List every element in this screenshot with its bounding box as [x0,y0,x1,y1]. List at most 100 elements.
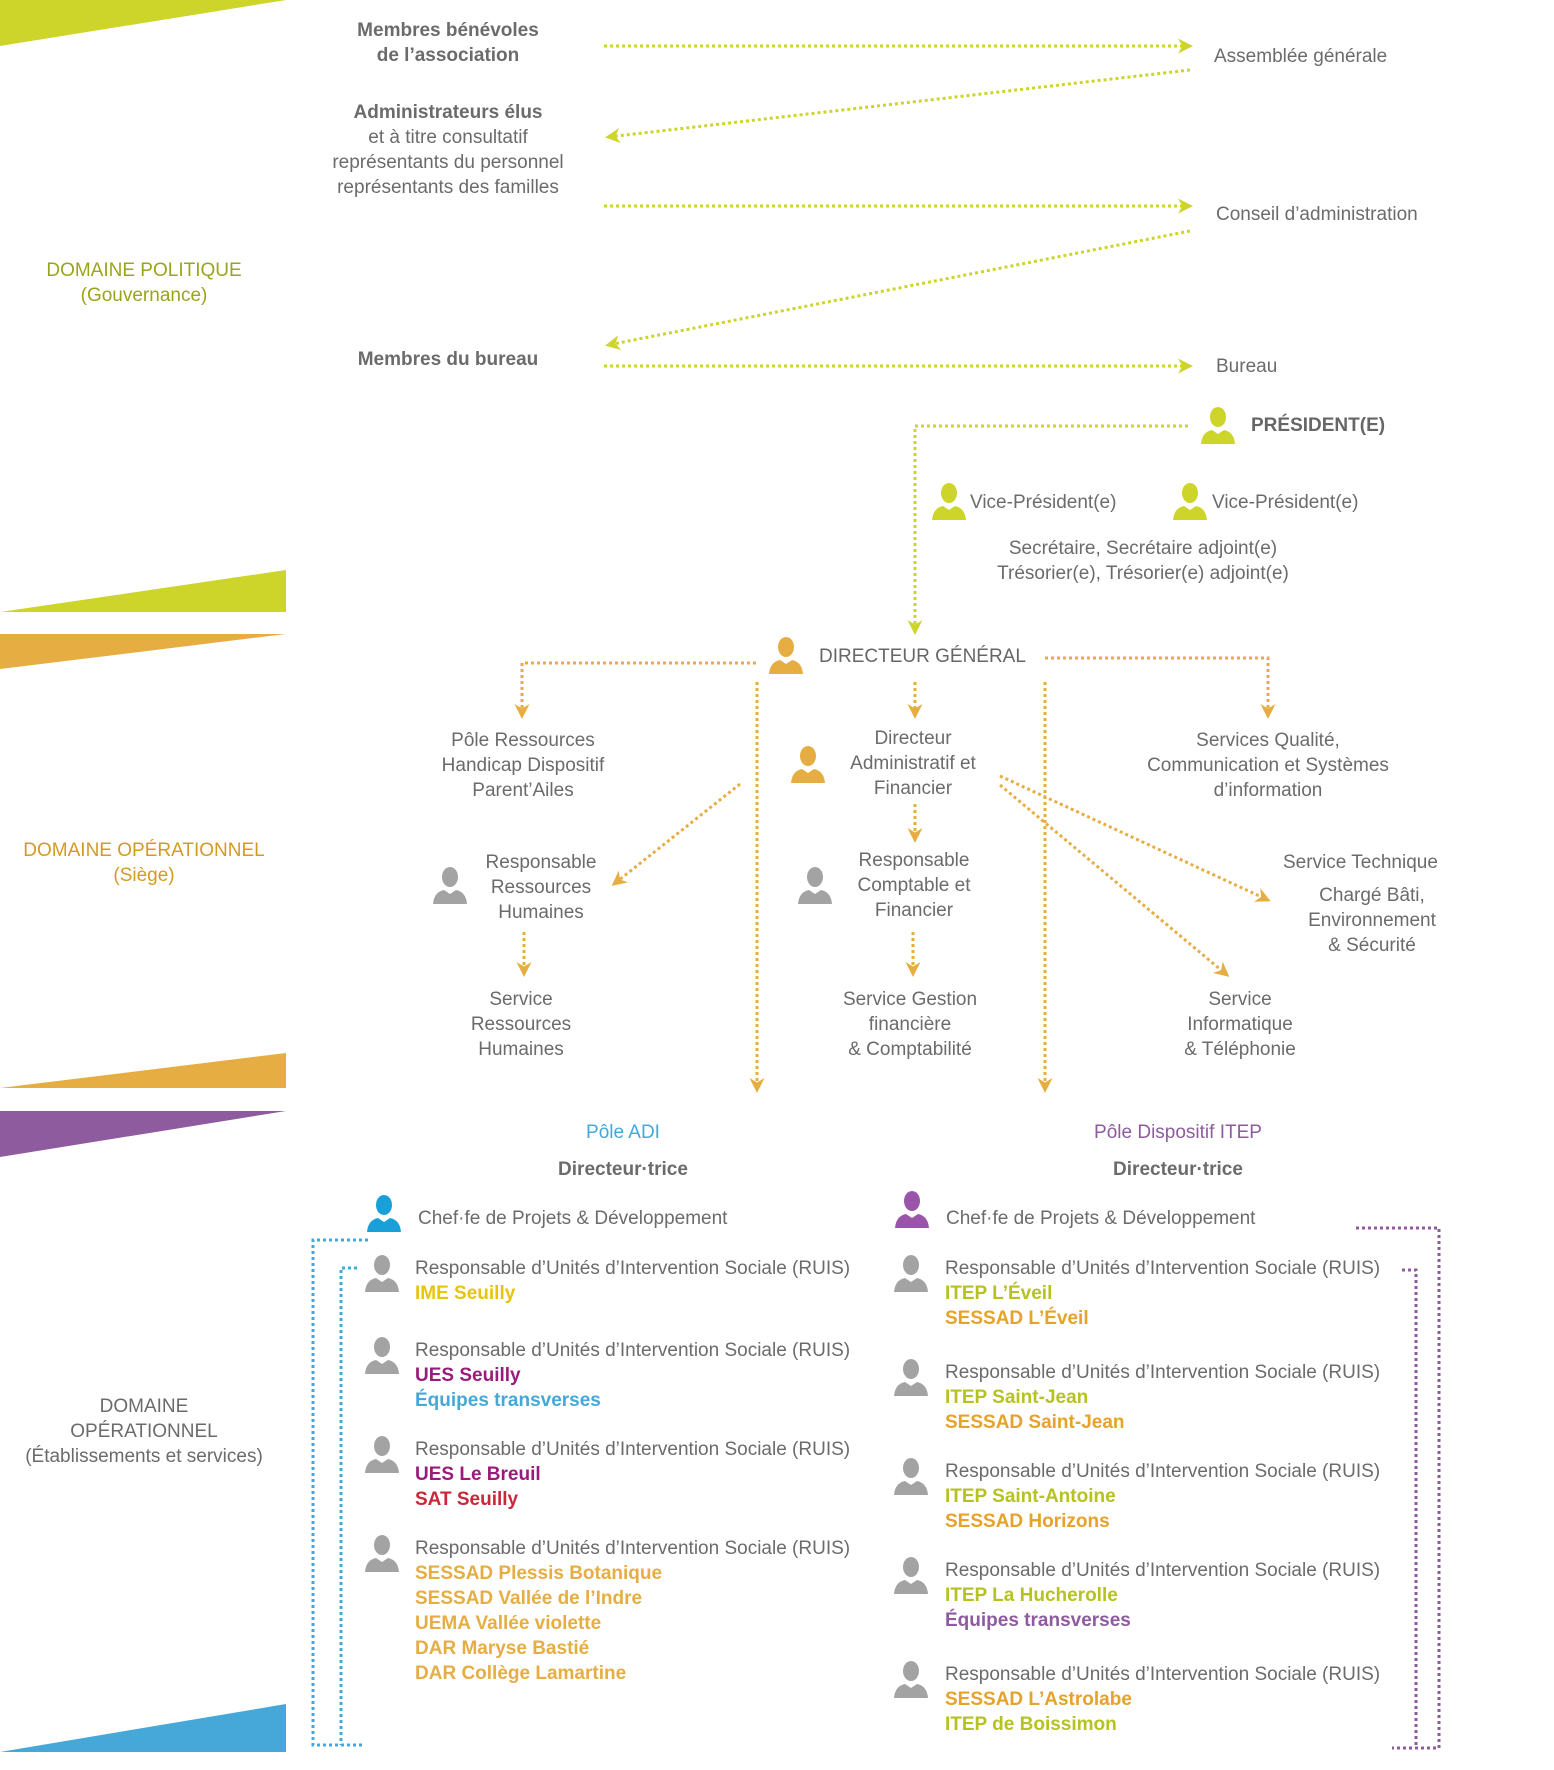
resp-rh-line: Responsable [485,852,597,873]
domain-etablissements-line3: (Établissements et services) [25,1446,263,1467]
pole-adi-title: Pôle ADI [586,1122,660,1143]
daf-line: Administratif et [850,753,976,774]
resp-compta-line: Comptable et [857,875,971,896]
establishment-name: IME Seuilly [415,1283,516,1304]
pole-itep-director: Directeur·trice [1113,1159,1243,1180]
arrow-president-dg [907,424,1188,635]
person-icon-daf [791,746,825,783]
pole-adi-chef: Chef·fe de Projets & Développement [418,1208,728,1229]
establishment-name: UEMA Vallée violette [415,1613,602,1634]
arrow-conseil-bureau-members [605,229,1191,351]
establishment-name: DAR Collège Lamartine [415,1663,627,1684]
person-icon-president [1201,407,1235,444]
pole-adi-director: Directeur·trice [558,1159,688,1180]
banner-politique-bottom [0,570,286,612]
establishment-name: SAT Seuilly [415,1489,519,1510]
membres-bureau: Membres du bureau [357,349,539,370]
ruis-role: Responsable d’Unités d’Intervention Soci… [945,1560,1381,1581]
arrow-dg-pole-ressources [514,661,756,719]
person-icon-ruis [894,1255,928,1292]
person-icon-ruis [365,1337,399,1374]
membres-benevoles: Membres bénévoles de l’association [357,18,539,68]
establishment-name: SESSAD Saint-Jean [945,1412,1125,1433]
ruis-entry: Responsable d’Unités d’Intervention Soci… [945,1360,1380,1435]
service-rh-line: Ressources [470,1014,572,1035]
banner-politique-top [0,0,286,46]
pole-itep-chef: Chef·fe de Projets & Développement [946,1208,1256,1229]
domain-politique-label: DOMAINE POLITIQUE (Gouvernance) [46,258,241,308]
establishment-name: Équipes transverses [945,1610,1131,1631]
service-info-line: Service [1208,989,1272,1010]
domain-etablissements-line1: DOMAINE [99,1396,189,1417]
establishment-name: ITEP L’Éveil [945,1283,1053,1304]
administrateurs-line: représentants du personnel [332,152,564,173]
banner-etablissements-bottom [0,1704,286,1752]
ruis-entry: Responsable d’Unités d’Intervention Soci… [415,1437,850,1512]
pole-ressources-line: Parent’Ailes [472,780,574,801]
ruis-role: Responsable d’Unités d’Intervention Soci… [415,1439,851,1460]
president-label: PRÉSIDENT(E) [1251,415,1386,436]
person-icon-ruis [365,1535,399,1572]
banner-siege-bottom [0,1053,286,1088]
bureau: Bureau [1216,356,1278,377]
service-gestion-line: Service Gestion [842,989,978,1010]
resp-rh-line: Ressources [490,877,592,898]
pole-itep-title: Pôle Dispositif ITEP [1094,1122,1262,1143]
membres-benevoles-line2: de l’association [376,45,520,66]
service-gestion-line: financière [868,1014,952,1035]
service-info-line: Informatique [1187,1014,1293,1035]
person-icon-ruis [365,1255,399,1292]
resp-compta-line: Responsable [858,850,970,871]
ruis-entry: Responsable d’Unités d’Intervention Soci… [945,1662,1380,1737]
ruis-entry: Responsable d’Unités d’Intervention Soci… [415,1536,850,1686]
services-qualite-line: Services Qualité, [1196,730,1340,751]
establishment-name: ITEP Saint-Jean [945,1387,1089,1408]
establishment-name: SESSAD Plessis Botanique [415,1563,663,1584]
administrateurs-title: Administrateurs élus [353,102,543,123]
pole-ressources-line: Pôle Ressources [451,730,595,751]
domain-siege-subtitle: (Siège) [113,865,175,886]
administrateurs-line: et à titre consultatif [368,127,528,148]
services-qualite: Services Qualité, Communication et Systè… [1147,728,1389,803]
vice-president-label: Vice-Président(e) [970,492,1117,513]
domain-siege-label: DOMAINE OPÉRATIONNEL (Siège) [23,838,264,888]
daf-line: Financier [873,778,953,799]
establishment-name: UES Seuilly [415,1365,521,1386]
person-icon-resp-compta [798,867,832,904]
service-info-line: & Téléphonie [1184,1039,1296,1060]
establishment-name: SESSAD L’Astrolabe [945,1689,1132,1710]
person-icon-dg [769,637,803,674]
secretaire-line: Secrétaire, Secrétaire adjoint(e) [1008,538,1278,559]
charge-bati-line: & Sécurité [1328,935,1416,956]
secretaire-tresorier: Secrétaire, Secrétaire adjoint(e) Trésor… [997,536,1289,586]
conseil-administration: Conseil d’administration [1216,204,1418,225]
resp-rh-line: Humaines [498,902,584,923]
domain-politique-title: DOMAINE POLITIQUE [46,260,242,281]
administrateurs: Administrateurs élus et à titre consulta… [332,100,563,200]
charge-bati-line: Chargé Bâti, [1319,885,1425,906]
bracket-itep-outer [1356,1226,1441,1750]
resp-rh: Responsable Ressources Humaines [486,850,597,925]
ruis-role: Responsable d’Unités d’Intervention Soci… [945,1461,1381,1482]
establishment-name: SESSAD L’Éveil [945,1308,1089,1329]
services-qualite-line: Communication et Systèmes [1147,755,1389,776]
dg-label: DIRECTEUR GÉNÉRAL [819,646,1026,667]
ruis-entry: Responsable d’Unités d’Intervention Soci… [945,1558,1380,1633]
ruis-role: Responsable d’Unités d’Intervention Soci… [415,1340,851,1361]
service-info: Service Informatique & Téléphonie [1184,987,1296,1062]
domain-siege-title: DOMAINE OPÉRATIONNEL [23,840,265,861]
service-technique: Service Technique [1283,852,1438,873]
establishment-name: ITEP de Boissimon [945,1714,1117,1735]
assemblee-generale: Assemblée générale [1214,46,1388,67]
establishment-name: SESSAD Vallée de l’Indre [415,1588,643,1609]
arrow-daf-service-info [999,783,1230,977]
service-gestion: Service Gestion financière & Comptabilit… [843,987,977,1062]
person-icon-chef-itep [895,1191,929,1228]
ruis-entry: Responsable d’Unités d’Intervention Soci… [415,1256,850,1306]
daf-line: Directeur [874,728,952,749]
resp-compta: Responsable Comptable et Financier [857,848,970,923]
establishment-name: ITEP La Hucherolle [945,1585,1118,1606]
arrow-dg-services-qualite [1045,656,1276,719]
pole-ressources-line: Handicap Dispositif [441,755,605,776]
person-icon-ruis [365,1436,399,1473]
